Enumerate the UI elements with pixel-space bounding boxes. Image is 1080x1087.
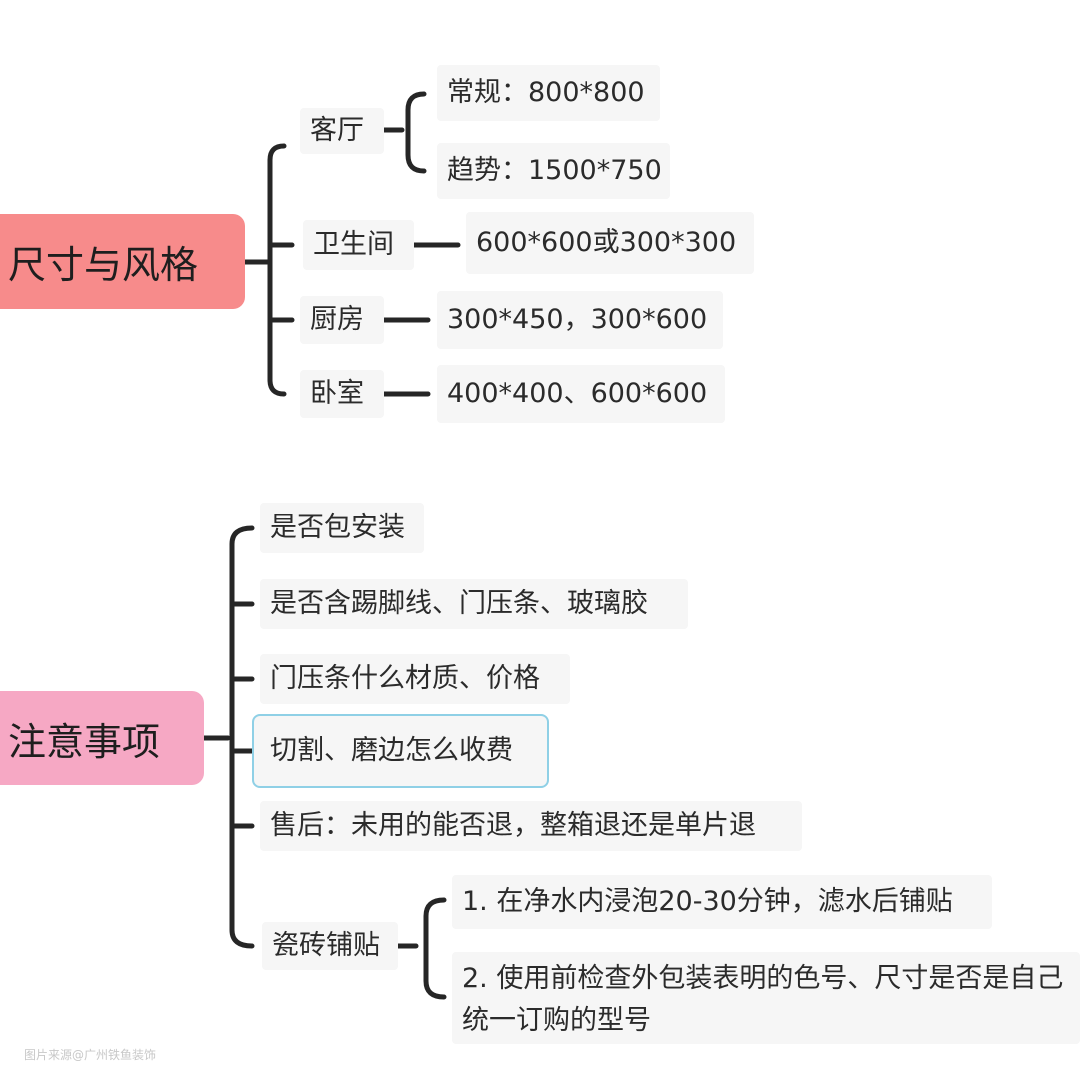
node-bedroom[interactable]: 卧室: [300, 370, 384, 418]
node-after-sales[interactable]: 售后：未用的能否退，整箱退还是单片退: [260, 801, 802, 851]
node-tiling-step1[interactable]: 1. 在净水内浸泡20-30分钟，滤水后铺贴: [452, 875, 992, 929]
root-notes-label: 注意事项: [8, 719, 161, 764]
node-bedroom-size[interactable]: 400*400、600*600: [437, 365, 725, 423]
node-cutting-fee[interactable]: 切割、磨边怎么收费: [252, 714, 549, 788]
watermark: 图片来源@广州铁鱼装饰: [24, 1048, 157, 1062]
node-kitchen[interactable]: 厨房: [300, 296, 384, 344]
node-living-room-trend[interactable]: 趋势：1500*750: [437, 143, 670, 199]
section2-bracket: [229, 525, 255, 949]
node-kitchen-size[interactable]: 300*450，300*600: [437, 291, 723, 349]
node-living-room-standard[interactable]: 常规：800*800: [437, 65, 660, 121]
node-bathroom-size[interactable]: 600*600或300*300: [466, 212, 754, 274]
node-accessories-included[interactable]: 是否含踢脚线、门压条、玻璃胶: [260, 579, 688, 629]
node-tiling[interactable]: 瓷砖铺贴: [262, 922, 398, 970]
node-tiling-step2[interactable]: 2. 使用前检查外包装表明的色号、尺寸是否是自己统一订购的型号: [452, 952, 1080, 1044]
node-threshold-material[interactable]: 门压条什么材质、价格: [260, 654, 570, 704]
root-size-style-label: 尺寸与风格: [8, 243, 199, 287]
node-install-included[interactable]: 是否包安装: [260, 503, 424, 553]
node-living-room[interactable]: 客厅: [300, 108, 384, 154]
node-bathroom[interactable]: 卫生间: [303, 220, 414, 270]
root-notes[interactable]: 注意事项: [0, 691, 204, 785]
living-room-bracket: [405, 91, 427, 174]
section1-bracket: [267, 143, 287, 397]
root-size-style[interactable]: 尺寸与风格: [0, 214, 245, 309]
tiling-bracket: [423, 897, 447, 1000]
